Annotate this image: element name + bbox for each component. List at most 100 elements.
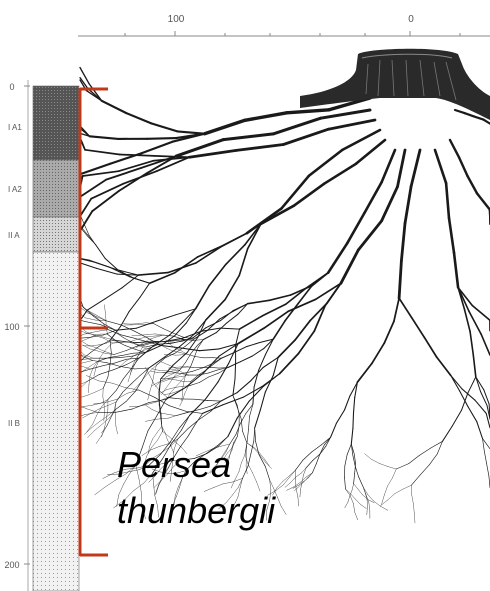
root-segment [443, 426, 453, 441]
root-segment [431, 441, 443, 448]
root-segment [195, 413, 203, 424]
root-segment [99, 406, 108, 409]
root-segment [277, 482, 283, 488]
root-segment [487, 464, 489, 477]
root-segment [465, 113, 474, 116]
root-segment [195, 357, 204, 358]
horizon-a1 [33, 86, 79, 160]
root-segment [269, 295, 290, 300]
root-segment [116, 426, 118, 434]
root-segment [160, 390, 167, 394]
root-segment [209, 264, 226, 285]
root-segment [81, 395, 89, 398]
root-segment [228, 418, 237, 436]
root-segment [166, 382, 171, 388]
root-segment [312, 445, 322, 452]
root-segment [129, 298, 140, 312]
root-segment [396, 464, 408, 469]
root-segment [365, 454, 372, 460]
root-segment [238, 328, 264, 343]
root-segment [117, 379, 124, 390]
root-segment [278, 497, 282, 506]
root-segment [262, 304, 286, 316]
root-segment [104, 413, 105, 421]
root-segment [369, 502, 370, 510]
depth-tick-0: 0 [9, 82, 14, 92]
root-segment [291, 477, 296, 482]
root-segment [260, 392, 265, 410]
root-segment [345, 502, 348, 508]
root-segment [150, 371, 157, 373]
root-segment [165, 433, 167, 440]
root-segment [245, 113, 287, 121]
root-segment [133, 278, 149, 283]
root-segment [148, 415, 157, 431]
root-segment [437, 357, 451, 376]
root-segment [409, 455, 420, 463]
top-tick-0: 0 [408, 14, 414, 25]
horizon-label-a2: I A2 [8, 185, 22, 194]
root-segment [84, 405, 92, 406]
root-segment [361, 504, 367, 508]
root-segment [240, 316, 263, 329]
root-segment [179, 415, 189, 428]
root-segment [82, 366, 91, 369]
root-segment [147, 138, 176, 139]
root-segment [227, 314, 238, 323]
root-segment [143, 368, 149, 380]
root-segment [243, 387, 262, 398]
root-segment [92, 422, 100, 428]
root-segment [153, 419, 161, 420]
root-segment [186, 354, 191, 362]
root-segment [96, 436, 102, 444]
root-segment [403, 485, 412, 489]
root-segment [240, 356, 252, 362]
root-segment [225, 275, 239, 299]
root-segment [398, 150, 406, 187]
root-segment [306, 461, 313, 468]
root-segment [300, 490, 301, 497]
root-segment [108, 390, 117, 400]
root-segment [151, 123, 177, 131]
root-segment [192, 368, 202, 371]
root-segment [451, 376, 462, 389]
root-segment [131, 324, 139, 325]
root-segment [365, 182, 382, 213]
root-segment [280, 354, 299, 374]
root-segment [105, 419, 107, 428]
root-segment [85, 318, 95, 320]
root-segment [358, 221, 381, 250]
root-segment [226, 245, 245, 264]
root-segment [356, 499, 361, 504]
root-segment [116, 392, 123, 402]
root-segment [126, 113, 151, 123]
root-segment [303, 452, 312, 460]
root-segment [353, 504, 354, 512]
root-segment [346, 489, 351, 494]
root-segment [101, 426, 107, 433]
root-segment [298, 497, 299, 506]
root-segment [174, 386, 181, 387]
root-segment [91, 346, 100, 353]
root-segment [131, 376, 140, 384]
root-segment [233, 304, 248, 311]
root-segment [102, 418, 109, 425]
root-segment [193, 340, 203, 341]
root-segment [347, 213, 364, 243]
root-segment [309, 150, 343, 176]
root-segment [145, 420, 153, 422]
root-segment [117, 393, 127, 399]
root-segment [209, 373, 219, 377]
root-segment [469, 311, 481, 334]
root-segment [161, 415, 162, 427]
root-segment [306, 473, 313, 477]
root-segment [233, 379, 235, 396]
root-segment [356, 140, 385, 164]
root-segment [134, 331, 147, 338]
root-segment [90, 349, 98, 351]
root-segment [354, 398, 355, 414]
root-segment [92, 191, 119, 211]
root-segment [115, 409, 132, 412]
root-segment [205, 382, 218, 400]
